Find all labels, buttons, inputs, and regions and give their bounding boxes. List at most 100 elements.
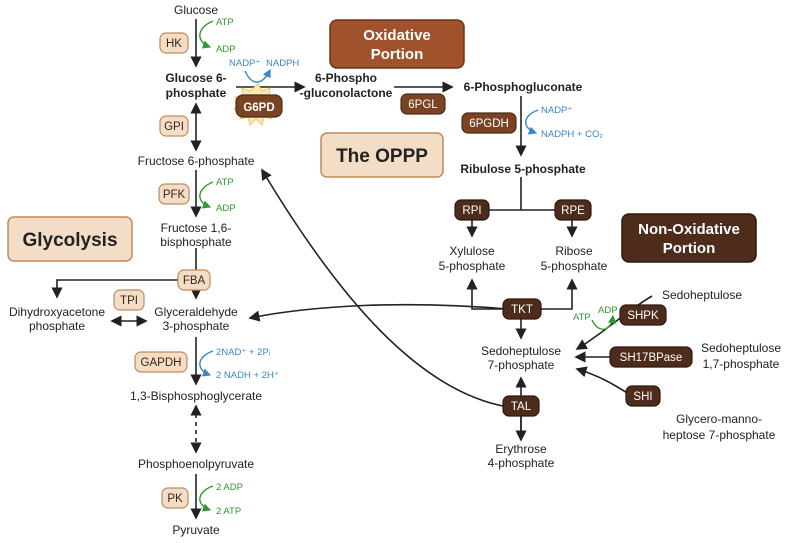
metabolite-dhap-line1: Dihydroxyacetone: [9, 305, 105, 319]
shpk-cofactor-out: ADP: [598, 305, 618, 316]
enzyme-gapdh: GAPDH: [134, 351, 188, 373]
pgdh-cofactor-in: NADP⁺: [541, 105, 572, 116]
metabolite-6pg: 6-Phosphogluconate: [464, 80, 583, 94]
metabolite-ru5p: Ribulose 5-phosphate: [460, 162, 586, 176]
metabolite-g6p-line1: Glucose 6-: [165, 71, 226, 85]
metabolite-labels: Glucose Glucose 6- phosphate Fructose 6-…: [9, 3, 781, 537]
metabolite-e4p-line2: 4-phosphate: [488, 456, 555, 470]
metabolite-g3p-line1: Glyceraldehyde: [154, 305, 238, 319]
nonoxidative-arrows: [248, 168, 653, 442]
svg-text:RPE: RPE: [561, 205, 585, 217]
metabolite-g3p-line2: 3-phosphate: [163, 319, 230, 333]
metabolite-pgl-line2: -gluconolactone: [300, 86, 393, 100]
oppp-title-panel: The OPPP: [320, 132, 444, 178]
oppp-title: The OPPP: [336, 146, 428, 167]
pk-cofactor-out: 2 ATP: [216, 506, 241, 517]
oxidative-banner-line1: Oxidative: [363, 27, 431, 44]
pk-cofactor-in: 2 ADP: [216, 482, 243, 493]
pfk-atp-adp-curve: [199, 181, 214, 209]
svg-text:GPI: GPI: [164, 121, 184, 133]
arrow-ru5p-to-xu5p: [466, 177, 522, 238]
enzyme-fba: FBA: [177, 269, 211, 291]
glycolysis-arrows: [51, 19, 202, 520]
metabolite-e4p-line1: Erythrose: [495, 442, 547, 456]
enzyme-6pgdh: 6PGDH: [461, 112, 517, 134]
metabolite-xu5p-line2: 5-phosphate: [439, 259, 506, 273]
enzyme-shi: SHI: [625, 385, 661, 407]
svg-text:GAPDH: GAPDH: [141, 357, 182, 369]
svg-text:PFK: PFK: [163, 189, 186, 201]
arrow-shi-to-s7p: [575, 366, 633, 397]
g6pd-cofactor-out: NADPH: [266, 58, 299, 69]
metabolite-s17bp-line2: 1,7-phosphate: [703, 357, 780, 371]
metabolite-s17bp-line1: Sedoheptulose: [701, 341, 781, 355]
metabolite-f16bp-line1: Fructose 1,6-: [161, 221, 232, 235]
metabolite-sedoheptulose: Sedoheptulose: [662, 288, 742, 302]
enzyme-shpk: SHPK: [619, 304, 667, 326]
metabolite-f16bp-line2: bisphosphate: [160, 235, 232, 249]
nonoxidative-banner-line1: Non-Oxidative: [638, 221, 740, 238]
enzyme-gpi: GPI: [159, 115, 189, 137]
enzyme-pk: PK: [161, 487, 189, 509]
metabolite-glucose: Glucose: [174, 3, 218, 17]
metabolite-r5p-line1: Ribose: [555, 244, 593, 258]
svg-text:6PGL: 6PGL: [408, 99, 438, 111]
hk-cofactor-out: ADP: [216, 44, 236, 55]
gapdh-nad-curve: [199, 350, 214, 377]
metabolite-pgl-line1: 6-Phospho: [315, 71, 377, 85]
metabolite-pyruvate: Pyruvate: [172, 523, 220, 537]
metabolite-s7p-line1: Sedoheptulose: [481, 344, 561, 358]
metabolite-bpg: 1,3-Bisphosphoglycerate: [130, 389, 262, 403]
metabolite-r5p-line2: 5-phosphate: [541, 259, 608, 273]
metabolite-gm7p-line1: Glycero-manno-: [676, 412, 762, 426]
oxidative-arrows: [236, 81, 527, 157]
metabolite-f6p: Fructose 6-phosphate: [138, 154, 255, 168]
g6pd-nadp-curve: [244, 68, 271, 83]
metabolite-xu5p-line1: Xylulose: [449, 244, 495, 258]
svg-text:RPI: RPI: [462, 205, 481, 217]
enzyme-tkt: TKT: [502, 298, 542, 320]
pfk-cofactor-in: ATP: [216, 177, 234, 188]
enzyme-tpi: TPI: [113, 289, 145, 311]
gapdh-cofactor-in: 2NAD⁺ + 2Pᵢ: [216, 347, 271, 358]
gapdh-cofactor-out: 2 NADH + 2H⁺: [216, 370, 279, 381]
enzyme-g6pd: G6PD: [233, 83, 283, 126]
oppp-enzymes: 6PGL 6PGDH RPI RPE TKT TAL SHPK SH17BPa: [400, 93, 693, 417]
arrow-fba-to-dhap: [51, 279, 196, 299]
glycolysis-title: Glycolysis: [22, 230, 117, 251]
shpk-cofactor-in: ATP: [573, 312, 591, 323]
enzyme-pfk: PFK: [158, 183, 190, 205]
glycolysis-enzymes: HK GPI PFK FBA TPI GAPDH PK: [113, 32, 211, 509]
hk-cofactor-in: ATP: [216, 17, 234, 28]
svg-text:TPI: TPI: [120, 295, 138, 307]
arrow-tal-to-f6p: [261, 168, 509, 408]
arrow-tkt-to-g3p: [248, 303, 509, 322]
svg-text:FBA: FBA: [183, 275, 206, 287]
enzyme-rpe: RPE: [554, 199, 592, 221]
enzyme-sh17bpase: SH17BPase: [609, 346, 693, 368]
metabolite-pep: Phosphoenolpyruvate: [138, 457, 254, 471]
cofactor-curves: ATP ADP ATP ADP NADP⁺ NADPH NADP⁺ NADPH …: [199, 17, 618, 517]
glycolysis-panel: Glycolysis: [7, 216, 133, 262]
svg-text:6PGDH: 6PGDH: [469, 118, 509, 130]
svg-text:G6PD: G6PD: [243, 102, 274, 114]
oxidative-banner-line2: Portion: [371, 46, 424, 63]
hk-atp-adp-curve: [199, 20, 214, 49]
metabolite-g6p-line2: phosphate: [166, 86, 227, 100]
svg-text:PK: PK: [167, 493, 183, 505]
oxidative-portion-banner: Oxidative Portion: [329, 19, 465, 69]
g6pd-cofactor-in: NADP⁺: [229, 58, 260, 69]
shpk-atp-adp-curve: [591, 314, 617, 330]
svg-text:SH17BPase: SH17BPase: [620, 352, 683, 364]
nonoxidative-portion-banner: Non-Oxidative Portion: [621, 213, 757, 263]
metabolite-s7p-line2: 7-phosphate: [488, 358, 555, 372]
svg-text:SHPK: SHPK: [627, 310, 659, 322]
pgdh-nadp-curve: [525, 109, 539, 135]
nonoxidative-banner-line2: Portion: [663, 240, 716, 257]
pfk-cofactor-out: ADP: [216, 203, 236, 214]
metabolite-gm7p-line2: heptose 7-phosphate: [663, 428, 776, 442]
metabolite-dhap-line2: phosphate: [29, 319, 85, 333]
enzyme-tal: TAL: [502, 395, 540, 417]
enzyme-hk: HK: [159, 32, 189, 54]
